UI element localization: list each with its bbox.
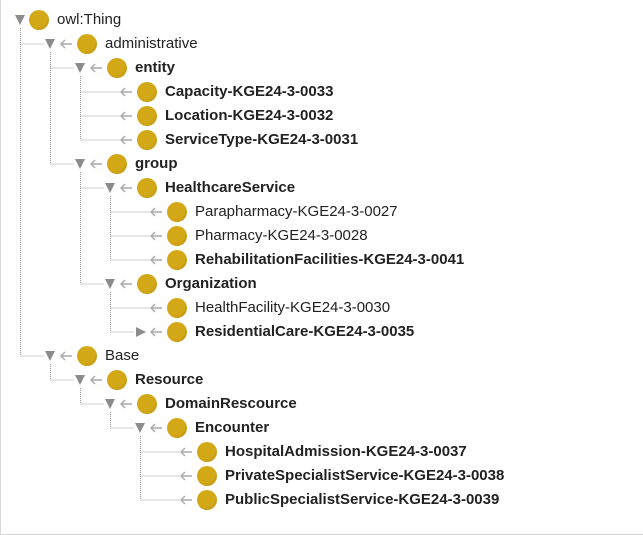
- class-circle-icon: [137, 82, 157, 102]
- subclass-arrow-icon: [150, 255, 162, 265]
- class-circle-icon: [167, 298, 187, 318]
- tree-node-label[interactable]: DomainRescource: [165, 395, 297, 412]
- collapse-toggle-icon[interactable]: [75, 63, 85, 73]
- collapse-toggle-icon[interactable]: [105, 279, 115, 289]
- collapse-toggle-icon[interactable]: [45, 39, 55, 49]
- tree-node-label[interactable]: group: [135, 155, 178, 172]
- collapse-toggle-icon[interactable]: [105, 183, 115, 193]
- collapse-toggle-icon[interactable]: [75, 159, 85, 169]
- subclass-arrow-icon: [90, 159, 102, 169]
- subclass-arrow-icon: [180, 495, 192, 505]
- tree-node-label[interactable]: Location-KGE24-3-0032: [165, 107, 334, 124]
- tree-node-healthcareservice[interactable]: HealthcareService: [1, 176, 643, 200]
- tree-node-entity[interactable]: entity: [1, 56, 643, 80]
- subclass-arrow-icon: [90, 63, 102, 73]
- subclass-arrow-icon: [150, 327, 162, 337]
- tree-node-servicetype-kge24-3-0031[interactable]: ServiceType-KGE24-3-0031: [1, 128, 643, 152]
- subclass-arrow-icon: [150, 207, 162, 217]
- tree-node-domainrescource[interactable]: DomainRescource: [1, 392, 643, 416]
- tree-node-encounter[interactable]: Encounter: [1, 416, 643, 440]
- tree-node-label[interactable]: Parapharmacy-KGE24-3-0027: [195, 203, 398, 220]
- subclass-arrow-icon: [120, 135, 132, 145]
- tree-node-hospitaladmission-kge24-3-0037[interactable]: HospitalAdmission-KGE24-3-0037: [1, 440, 643, 464]
- class-circle-icon: [137, 394, 157, 414]
- tree-node-label[interactable]: Resource: [135, 371, 204, 388]
- collapse-toggle-icon[interactable]: [105, 399, 115, 409]
- tree-node-label[interactable]: owl:Thing: [57, 11, 122, 28]
- subclass-arrow-icon: [180, 471, 192, 481]
- class-circle-icon: [167, 250, 187, 270]
- class-circle-icon: [197, 466, 217, 486]
- subclass-arrow-icon: [150, 303, 162, 313]
- class-circle-icon: [167, 226, 187, 246]
- class-circle-icon: [167, 322, 187, 342]
- tree-node-label[interactable]: Capacity-KGE24-3-0033: [165, 83, 334, 100]
- subclass-arrow-icon: [120, 399, 132, 409]
- tree-node-label[interactable]: PublicSpecialistService-KGE24-3-0039: [225, 491, 500, 508]
- class-circle-icon: [167, 418, 187, 438]
- class-circle-icon: [29, 10, 49, 30]
- collapse-toggle-icon[interactable]: [75, 375, 85, 385]
- class-circle-icon: [77, 346, 97, 366]
- tree-node-label[interactable]: HealthcareService: [165, 179, 296, 196]
- subclass-arrow-icon: [150, 423, 162, 433]
- tree-node-owl-thing[interactable]: owl:Thing: [1, 8, 643, 32]
- tree-node-label[interactable]: Base: [105, 347, 140, 364]
- tree-node-location-kge24-3-0032[interactable]: Location-KGE24-3-0032: [1, 104, 643, 128]
- tree-node-base[interactable]: Base: [1, 344, 643, 368]
- subclass-arrow-icon: [60, 39, 72, 49]
- tree-node-publicspecialistservice-kge24-3-0039[interactable]: PublicSpecialistService-KGE24-3-0039: [1, 488, 643, 512]
- subclass-arrow-icon: [60, 351, 72, 361]
- expand-toggle-icon[interactable]: [136, 327, 146, 337]
- class-circle-icon: [137, 274, 157, 294]
- subclass-arrow-icon: [120, 183, 132, 193]
- class-circle-icon: [107, 58, 127, 78]
- tree-node-label[interactable]: PrivateSpecialistService-KGE24-3-0038: [225, 467, 505, 484]
- tree-node-label[interactable]: Pharmacy-KGE24-3-0028: [195, 227, 368, 244]
- tree-node-residentialcare-kge24-3-0035[interactable]: ResidentialCare-KGE24-3-0035: [1, 320, 643, 344]
- tree-node-label[interactable]: HealthFacility-KGE24-3-0030: [195, 299, 391, 316]
- tree-node-label[interactable]: RehabilitationFacilities-KGE24-3-0041: [195, 251, 465, 268]
- class-circle-icon: [137, 130, 157, 150]
- class-circle-icon: [197, 442, 217, 462]
- subclass-arrow-icon: [180, 447, 192, 457]
- subclass-arrow-icon: [120, 111, 132, 121]
- class-circle-icon: [77, 34, 97, 54]
- tree-node-label[interactable]: administrative: [105, 35, 198, 52]
- subclass-arrow-icon: [120, 87, 132, 97]
- class-circle-icon: [137, 106, 157, 126]
- tree-node-parapharmacy-kge24-3-0027[interactable]: Parapharmacy-KGE24-3-0027: [1, 200, 643, 224]
- tree-node-resource[interactable]: Resource: [1, 368, 643, 392]
- class-circle-icon: [107, 370, 127, 390]
- tree-node-administrative[interactable]: administrative: [1, 32, 643, 56]
- tree-node-pharmacy-kge24-3-0028[interactable]: Pharmacy-KGE24-3-0028: [1, 224, 643, 248]
- class-circle-icon: [107, 154, 127, 174]
- tree-node-label[interactable]: HospitalAdmission-KGE24-3-0037: [225, 443, 467, 460]
- class-circle-icon: [197, 490, 217, 510]
- tree-node-capacity-kge24-3-0033[interactable]: Capacity-KGE24-3-0033: [1, 80, 643, 104]
- subclass-arrow-icon: [90, 375, 102, 385]
- tree-node-healthfacility-kge24-3-0030[interactable]: HealthFacility-KGE24-3-0030: [1, 296, 643, 320]
- tree-node-label[interactable]: entity: [135, 59, 176, 76]
- subclass-arrow-icon: [150, 231, 162, 241]
- class-circle-icon: [137, 178, 157, 198]
- tree-node-label[interactable]: Organization: [165, 275, 257, 292]
- tree-node-group[interactable]: group: [1, 152, 643, 176]
- collapse-toggle-icon[interactable]: [45, 351, 55, 361]
- tree-node-privatespecialistservice-kge24-3-0038[interactable]: PrivateSpecialistService-KGE24-3-0038: [1, 464, 643, 488]
- class-circle-icon: [167, 202, 187, 222]
- tree-node-label[interactable]: ServiceType-KGE24-3-0031: [165, 131, 359, 148]
- tree-node-organization[interactable]: Organization: [1, 272, 643, 296]
- tree-node-rehabilitationfacilities-kge24-3-0041[interactable]: RehabilitationFacilities-KGE24-3-0041: [1, 248, 643, 272]
- collapse-toggle-icon[interactable]: [15, 15, 25, 25]
- collapse-toggle-icon[interactable]: [135, 423, 145, 433]
- subclass-arrow-icon: [120, 279, 132, 289]
- tree-node-label[interactable]: Encounter: [195, 419, 270, 436]
- tree-node-label[interactable]: ResidentialCare-KGE24-3-0035: [195, 323, 415, 340]
